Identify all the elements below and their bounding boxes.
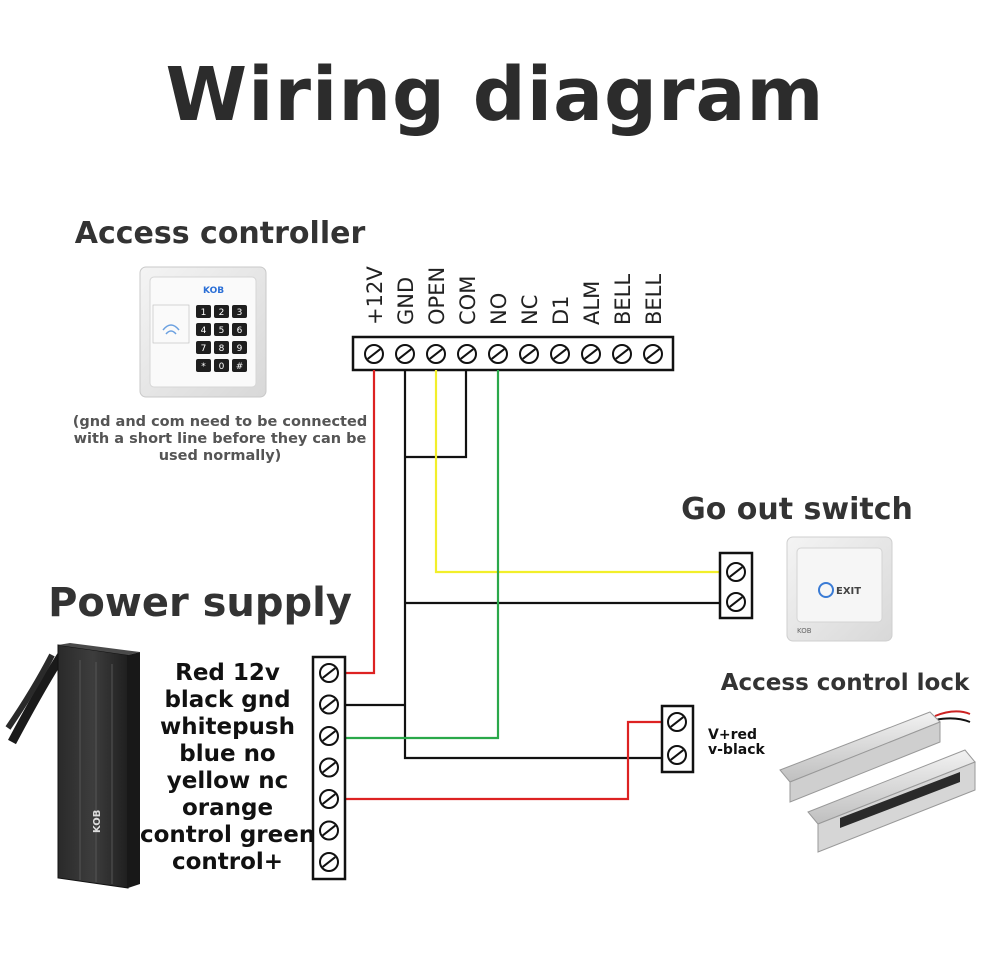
key-label: * [201, 362, 206, 372]
terminal-label-5: NC [518, 295, 542, 325]
rfid-icon [162, 324, 180, 335]
power-supply-terminal-block [311, 655, 347, 881]
key-label: 3 [237, 308, 243, 318]
terminal-screw-2 [426, 344, 446, 364]
key-3: 3 [232, 305, 247, 318]
power-cable [8, 647, 69, 745]
key-2: 2 [214, 305, 229, 318]
key-label: 6 [237, 326, 243, 336]
terminal-screw-8 [612, 344, 632, 364]
key-label: 2 [219, 308, 225, 318]
terminal-screw-9 [643, 344, 663, 364]
terminal-label-1: GND [394, 277, 418, 325]
key-label: # [236, 362, 244, 372]
key-4: 4 [196, 323, 211, 336]
key-label: 0 [219, 362, 225, 372]
power-supply-brand: KOB [92, 810, 103, 833]
key-8: 8 [214, 341, 229, 354]
terminal-screw-1 [395, 344, 415, 364]
ps-label-control-green: control green [140, 822, 316, 848]
power-supply-wire-labels: Red 12v black gnd whitepush blue no yell… [140, 660, 315, 876]
terminal-screw-0 [364, 344, 384, 364]
key-7: 7 [196, 341, 211, 354]
terminal-label-6: D1 [549, 295, 573, 325]
switch-terminal-screw-0 [726, 562, 746, 582]
key-1: 1 [196, 305, 211, 318]
terminal-label-7: ALM [580, 281, 604, 325]
key-0: 0 [214, 359, 229, 372]
exit-label: EXIT [836, 586, 861, 597]
key-label: 7 [201, 344, 207, 354]
ps-terminal-screw-1 [319, 694, 339, 715]
switch-brand: KOB [797, 627, 812, 635]
terminal-screw-5 [519, 344, 539, 364]
ps-label-black: black gnd [164, 687, 291, 713]
lock-label-vminus: v-black [708, 742, 765, 758]
ps-label-orange: orange [181, 795, 274, 821]
switch-terminal-screw-1 [726, 592, 746, 612]
key-5: 5 [214, 323, 229, 336]
terminal-screw-7 [581, 344, 601, 364]
wire-lock-red [345, 720, 662, 801]
lock-wire-labels: V+red v-black [708, 728, 765, 758]
ps-terminal-screw-0 [319, 663, 339, 683]
magnetic-lock-device [779, 710, 976, 853]
terminal-screw-4 [488, 344, 508, 364]
terminal-label-3: COM [456, 276, 480, 325]
terminal-label-8: BELL [611, 274, 635, 325]
ps-label-yellow: yellow nc [166, 768, 289, 794]
key-label: 8 [219, 344, 225, 354]
wire-gnd-black [403, 370, 662, 760]
exit-indicator-icon [818, 582, 834, 598]
ps-terminal-screw-3 [319, 757, 339, 778]
ps-terminal-screw-6 [319, 852, 339, 872]
wires [345, 370, 720, 801]
page-title: Wiring diagram [165, 52, 825, 138]
access-control-lock-title: Access control lock [720, 670, 970, 696]
terminal-screw-3 [457, 344, 477, 364]
access-controller-title: Access controller [74, 216, 366, 251]
power-supply-title: Power supply [48, 580, 352, 626]
terminal-label-9: BELL [642, 274, 666, 325]
switch-terminal-block [718, 551, 754, 620]
ps-label-white: whitepush [159, 714, 295, 740]
ps-label-control-plus: control+ [171, 849, 284, 875]
controller-brand: KOB [203, 286, 224, 296]
terminal-label-4: NO [487, 293, 511, 325]
key-label: 5 [219, 326, 225, 336]
key-9: 9 [232, 341, 247, 354]
lock-terminal-screw-0 [667, 712, 687, 732]
ps-label-red: Red 12v [175, 660, 280, 686]
lock-label-vplus: V+red [708, 727, 757, 743]
key-6: 6 [232, 323, 247, 336]
wire-12v-red [345, 370, 376, 675]
key-label: 1 [201, 308, 207, 318]
terminal-screw-6 [550, 344, 570, 364]
wire-gnd-com-jumper [405, 370, 468, 459]
ps-terminal-screw-5 [319, 820, 339, 841]
lock-terminal-block [660, 704, 695, 774]
key-*: * [196, 359, 211, 372]
wire-open-yellow [434, 370, 720, 574]
access-controller-device: KOB 1 2 3 4 5 6 7 8 9 * 0 # [139, 266, 267, 398]
access-controller-note: (gnd and com need to be connected with a… [72, 414, 368, 464]
go-out-switch-device: EXIT KOB [786, 536, 893, 642]
lock-terminal-screw-1 [667, 745, 687, 765]
keypad: 1 2 3 4 5 6 7 8 9 * 0 # [196, 305, 247, 372]
ps-label-blue: blue no [179, 741, 276, 767]
ps-terminal-screw-2 [319, 726, 339, 746]
ps-terminal-screw-4 [319, 789, 339, 809]
key-label: 9 [237, 344, 243, 354]
key-#: # [232, 359, 247, 372]
go-out-switch-title: Go out switch [681, 492, 913, 527]
terminal-label-2: OPEN [425, 267, 449, 325]
terminal-label-0: +12V [363, 266, 387, 325]
wire-no-green [345, 370, 500, 740]
key-label: 4 [201, 326, 207, 336]
power-supply-device: KOB [5, 643, 140, 889]
